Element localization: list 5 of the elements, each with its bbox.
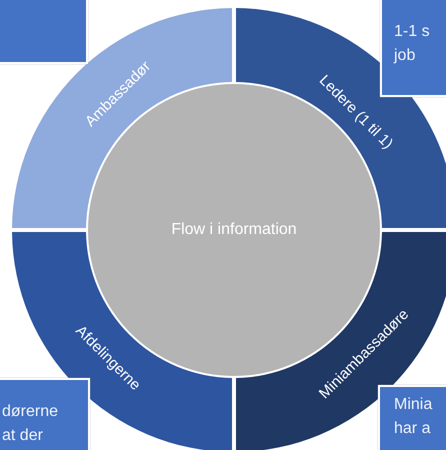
note-card	[0, 0, 88, 64]
note-card: Minia har a	[378, 385, 446, 450]
note-card: 1-1 s job	[380, 0, 446, 97]
note-card: dørerne at der	[0, 378, 90, 450]
center-label: Flow i information	[171, 221, 297, 239]
